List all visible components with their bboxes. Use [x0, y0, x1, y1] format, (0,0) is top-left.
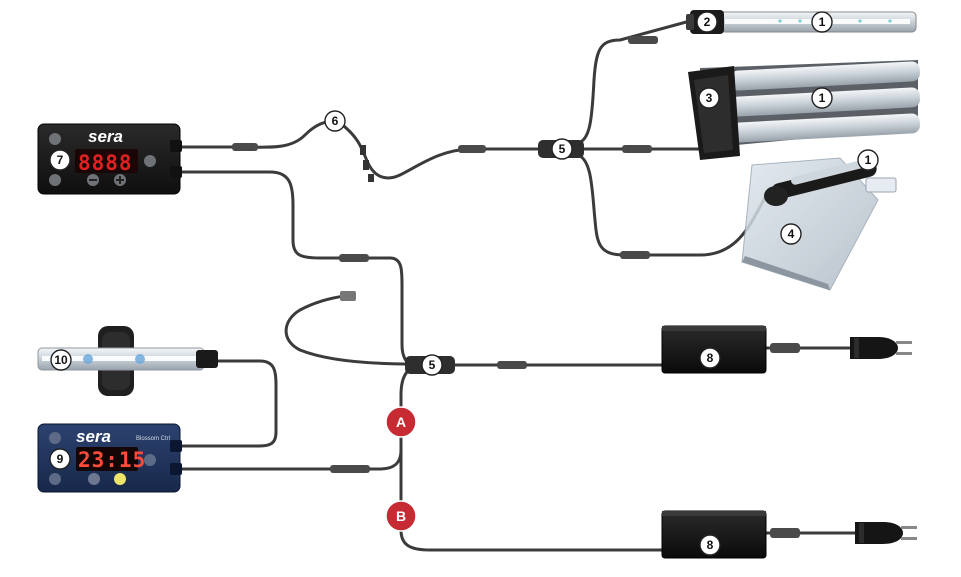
controller-9-sublabel: Blossom Ctrl — [136, 436, 170, 442]
svg-text:4: 4 — [788, 227, 795, 241]
svg-text:6: 6 — [332, 114, 339, 128]
label-controller-9: 9 — [49, 448, 71, 470]
branch-badge-a: A — [385, 406, 417, 438]
branch-badge-b: B — [385, 500, 417, 532]
label-mount-3: 3 — [698, 87, 720, 109]
label-power-supply-8-bottom: 8 — [699, 534, 721, 556]
label-tube-1b: 1 — [857, 149, 879, 171]
led-strip-top — [686, 10, 917, 34]
label-controller-7: 7 — [49, 149, 71, 171]
svg-text:9: 9 — [57, 452, 64, 466]
label-led-strip-1: 1 — [811, 11, 833, 33]
controller-7-bottom-left-button[interactable] — [49, 174, 61, 186]
label-segment-6: 6 — [324, 110, 346, 132]
label-mount-4: 4 — [780, 223, 802, 245]
controller-9-top-button[interactable] — [49, 432, 61, 444]
svg-text:3: 3 — [706, 91, 713, 105]
controller-7-top-button[interactable] — [49, 133, 61, 145]
controller-7-display: 8888 — [78, 151, 133, 175]
controller-7-logo: sera — [88, 127, 123, 146]
svg-text:1: 1 — [865, 153, 872, 167]
svg-text:8: 8 — [707, 351, 714, 365]
svg-text:10: 10 — [54, 353, 68, 367]
svg-text:A: A — [396, 414, 406, 430]
label-tube-1a: 1 — [811, 87, 833, 109]
controller-9-minus-button[interactable] — [88, 473, 100, 485]
controller-7-right-button[interactable] — [144, 155, 156, 167]
svg-text:1: 1 — [819, 15, 826, 29]
plug-icon — [850, 337, 912, 359]
label-power-supply-8-top: 8 — [699, 347, 721, 369]
svg-text:2: 2 — [704, 15, 711, 29]
label-splitter-5-top: 5 — [551, 138, 573, 160]
controller-9: sera Blossom Ctrl 23:15 — [37, 423, 182, 493]
controller-7: sera 8888 — [37, 123, 182, 195]
svg-text:7: 7 — [57, 153, 64, 167]
controller-9-logo: sera — [76, 427, 111, 446]
label-light-10: 10 — [50, 349, 72, 371]
cable-connectors — [232, 36, 800, 538]
tube-single-holder — [741, 157, 897, 291]
tube-mount-triple — [688, 60, 920, 160]
svg-text:8: 8 — [707, 538, 714, 552]
controller-9-right-button[interactable] — [144, 454, 156, 466]
label-led-ring-2: 2 — [696, 11, 718, 33]
controller-9-bottom-left-button[interactable] — [49, 473, 61, 485]
svg-text:B: B — [396, 508, 406, 524]
svg-text:1: 1 — [819, 91, 826, 105]
power-supply-bottom — [661, 510, 767, 559]
label-splitter-5-bottom: 5 — [421, 354, 443, 376]
light-icon[interactable] — [114, 473, 126, 485]
light-bar-10 — [37, 326, 218, 396]
plug-icon — [855, 522, 917, 544]
svg-text:5: 5 — [559, 142, 566, 156]
svg-text:5: 5 — [429, 358, 436, 372]
controller-9-display: 23:15 — [78, 448, 146, 472]
